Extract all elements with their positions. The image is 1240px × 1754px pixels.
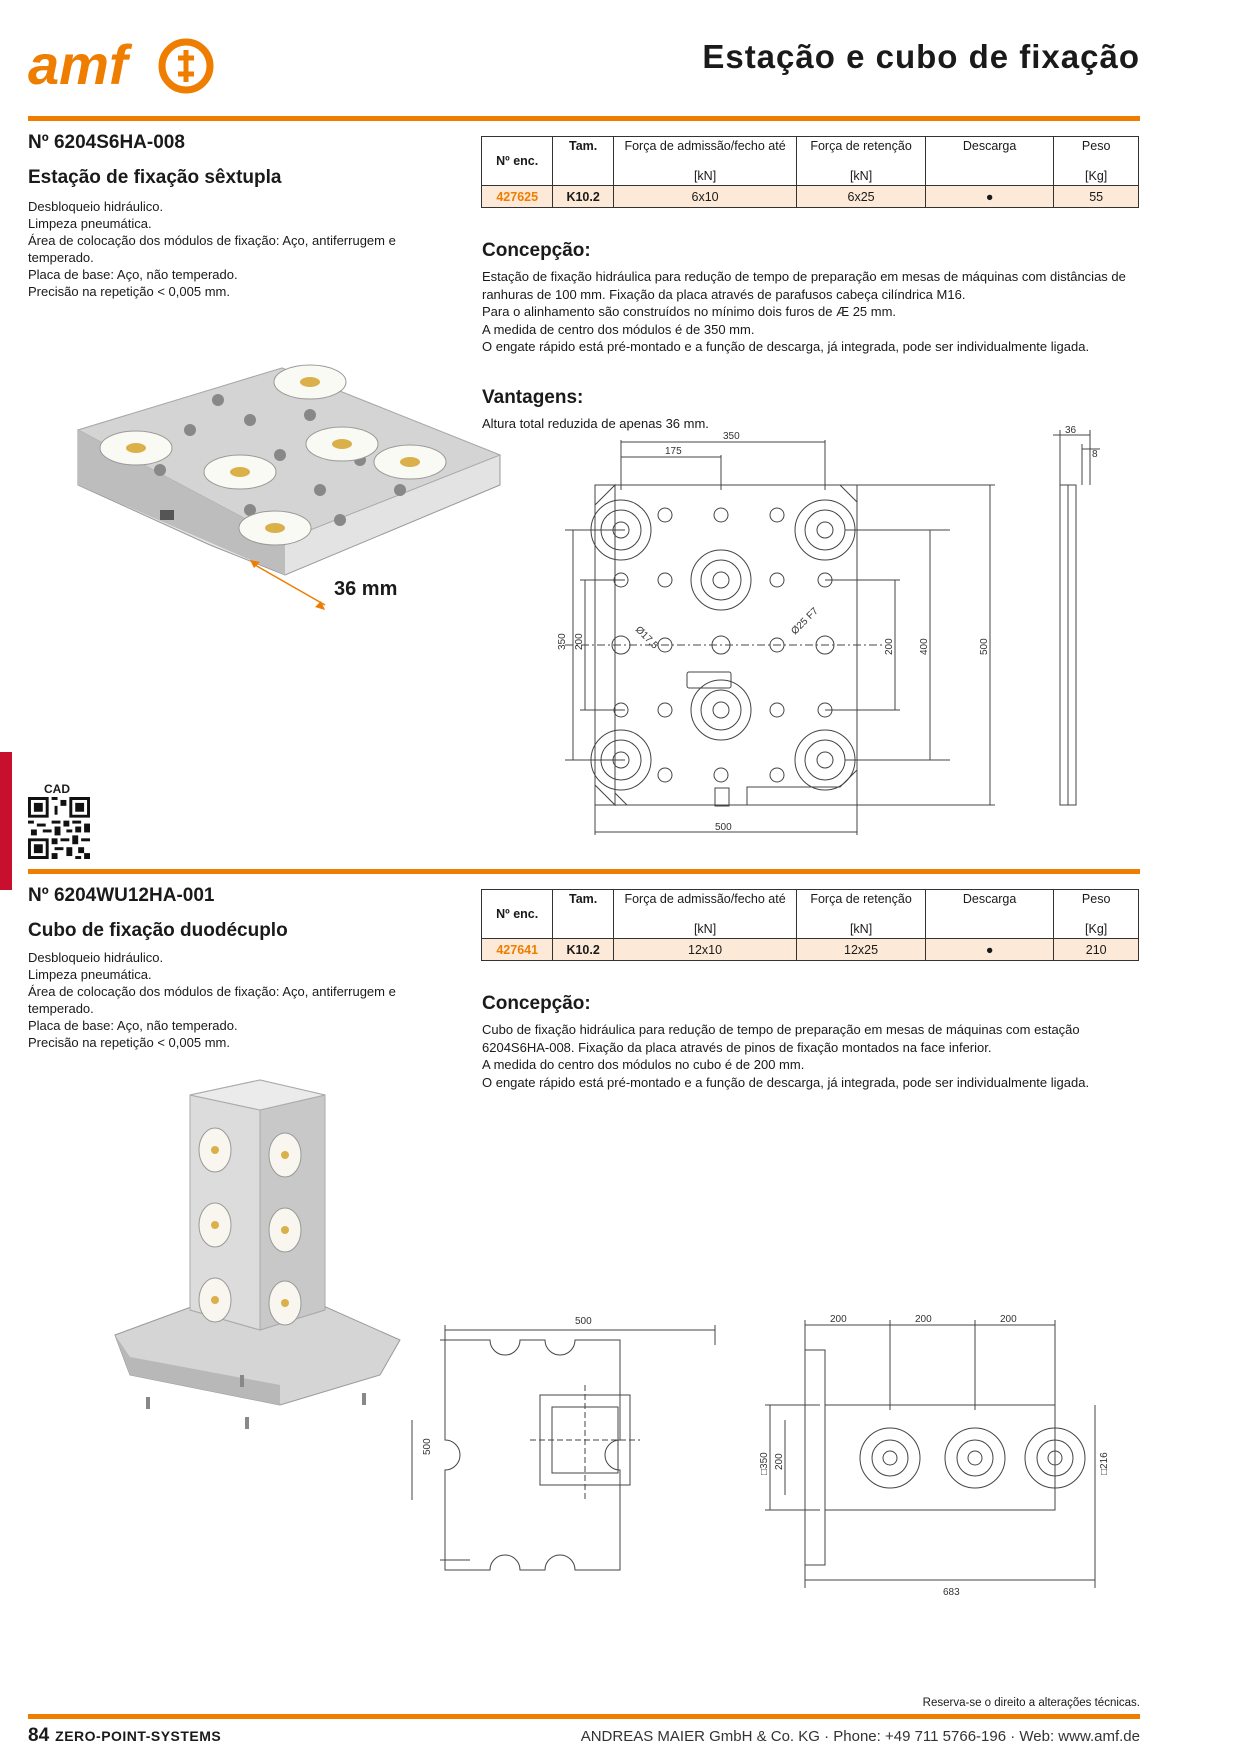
product1-advantages-title: Vantagens: [482,387,584,408]
page-number: 84 [28,1725,50,1746]
table-row: 427641 K10.2 12x10 12x25 ● 210 [480,938,1139,961]
product1-concept-title: Concepção: [482,240,591,261]
product2-name: Cubo de fixação duodécuplo [28,920,288,941]
header-rule [28,116,1140,121]
product2-concept-text: Cubo de fixação hidráulica para redução … [482,1022,1090,1090]
feature: Limpeza pneumática. [28,216,152,231]
order-number[interactable]: 427625 [480,185,554,208]
col-order-no: Nº enc. [480,136,554,186]
feature: Placa de base: Aço, não temperado. [28,1018,238,1033]
dim-500-top: 500 [575,1316,592,1327]
dim-200-b: 200 [915,1314,932,1325]
footer-rule [28,1714,1140,1719]
product1-concept-text: Estação de fixação hidráulica para reduç… [482,269,1126,354]
footer-company: ANDREAS MAIER GmbH & Co. KG · Phone: +49… [580,1728,1140,1745]
feature: Desbloqueio hidráulico. [28,199,164,214]
dim-36: 36 [1065,425,1077,436]
dim-400-right: 400 [919,638,930,655]
product1-spec-table: Nº enc. Tam. Força de admissão/fecho até… [480,136,1139,208]
dim-175: 175 [665,446,682,457]
dim-200-vertical: 200 [774,1453,785,1470]
dim-350-left: 350 [557,633,568,650]
product2-spec-table: Nº enc. Tam. Força de admissão/fecho até… [480,889,1139,961]
dim-500-right: 500 [979,638,990,655]
product1-name: Estação de fixação sêxtupla [28,167,282,188]
feature: Área de colocação dos módulos de fixação… [28,233,396,265]
cad-marker-bar [0,752,12,890]
col-weight: Peso[Kg] [1053,136,1139,186]
product1-number: Nº 6204S6HA-008 [28,132,185,153]
col-hold: Força de retenção[kN] [796,136,926,186]
col-hold: Força de retenção[kN] [796,889,926,939]
height-dimension: 36 mm [334,578,398,600]
footer-note: Reserva-se o direito a alterações técnic… [922,1697,1140,1709]
cad-qr-code[interactable] [28,797,90,859]
dim-sq350: □350 [759,1452,770,1475]
dim-200-left: 200 [574,633,585,650]
dim-500-left-label [411,1420,413,1500]
footer-section: ZERO-POINT-SYSTEMS [55,1728,222,1744]
dim-8: 8 [1092,449,1098,460]
dim-200-right: 200 [884,638,895,655]
dim-200-c: 200 [1000,1314,1017,1325]
dim-350-top: 350 [723,431,740,442]
col-force: Força de admissão/fecho até[kN] [612,136,798,186]
col-order-no: Nº enc. [480,889,554,939]
dim-500-left: 500 [422,1438,433,1455]
product1-technical-drawing: 350 175 500 350 200 200 400 500 36 8 Ø17… [557,425,1100,835]
col-release: Descarga [924,136,1055,186]
col-weight: Peso[Kg] [1053,889,1139,939]
table-row: 427625 K10.2 6x10 6x25 ● 55 [480,185,1139,208]
page-title: Estação e cubo de fixação [702,38,1140,75]
feature: Placa de base: Aço, não temperado. [28,267,238,282]
product2-features: Desbloqueio hidráulico. Limpeza pneumáti… [28,949,448,1051]
dim-683: 683 [943,1587,960,1598]
footer-page: 84 ZERO-POINT-SYSTEMS [28,1725,221,1747]
col-release: Descarga [924,889,1055,939]
feature: Limpeza pneumática. [28,967,152,982]
feature: Desbloqueio hidráulico. [28,950,164,965]
dim-500-bottom: 500 [715,822,732,833]
col-size: Tam. [552,136,614,186]
section-rule [28,869,1140,874]
product2-drawing-top: 500 500 [422,1316,716,1571]
product1-features: Desbloqueio hidráulico. Limpeza pneumáti… [28,198,448,300]
dim-phi-17-5: Ø17,5 [633,624,660,651]
product2-drawing-side: 200 200 200 □350 200 □216 683 [759,1314,1110,1598]
dim-phi-25: Ø25 F7 [789,605,821,637]
feature: Precisão na repetição < 0,005 mm. [28,1035,230,1050]
feature: Precisão na repetição < 0,005 mm. [28,284,230,299]
col-force: Força de admissão/fecho até[kN] [612,889,798,939]
product2-image [114,1079,401,1429]
product1-advantages-text: Altura total reduzida de apenas 36 mm. [482,416,709,431]
product2-concept-title: Concepção: [482,993,591,1014]
product1-image [76,364,502,610]
col-size: Tam. [552,889,614,939]
order-number[interactable]: 427641 [480,938,554,961]
dim-200-a: 200 [830,1314,847,1325]
feature: Área de colocação dos módulos de fixação… [28,984,396,1016]
cad-label: CAD [44,782,70,796]
product2-number: Nº 6204WU12HA-001 [28,885,215,906]
amf-logo: amf [28,33,228,101]
dim-sq216: □216 [1099,1452,1110,1475]
brand-text: amf [28,33,133,96]
